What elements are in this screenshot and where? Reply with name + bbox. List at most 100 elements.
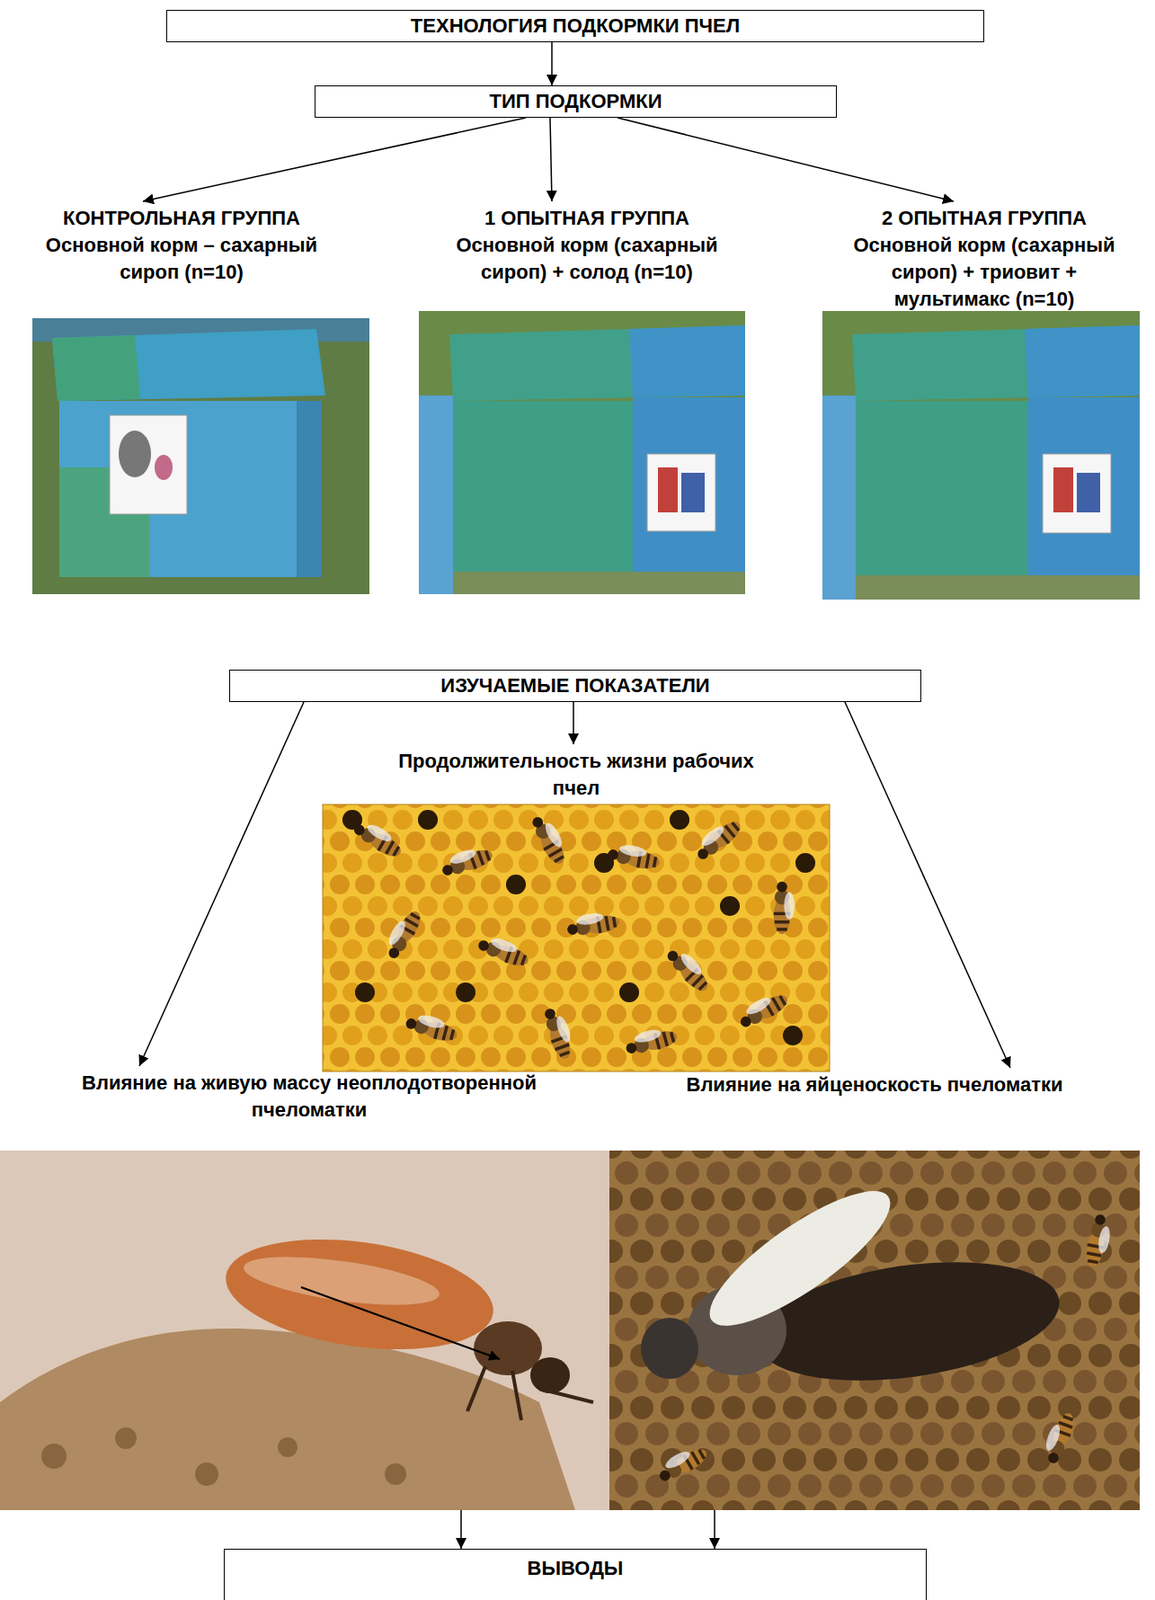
group-description: Основной корм – сахарный сироп (n=10) [42,231,321,286]
flow-arrow [139,701,304,1067]
flow-arrow [713,1510,716,1549]
laying-queen-photo [609,1150,1140,1511]
wax-pit [195,1462,219,1486]
flow-arrow [844,701,1011,1068]
bee [380,906,425,962]
photo-background [609,1150,1140,1511]
indicator-label: Влияние на яйценоскость пчеломатки [609,1071,1140,1099]
neighbour-hive [418,395,457,595]
queen-head [640,1317,699,1379]
bee [654,1440,711,1485]
hive-lid [449,325,746,401]
group-description: Основной корм (сахарный сироп) + солод (… [434,231,740,286]
header-box: ТЕХНОЛОГИЯ ПОДКОРМКИ ПЧЕЛ [166,9,985,43]
hive-label [109,415,187,515]
bee [1039,1409,1078,1466]
empty-cell [355,982,375,1003]
label-picture [154,454,173,480]
label-picture [1076,472,1101,513]
label-picture [1053,467,1074,513]
wax-pit [277,1437,298,1458]
hive-photo [418,310,746,595]
empty-cell [782,1025,803,1046]
indicator-block: Влияние на живую массу неоплодотворенной… [8,1069,610,1511]
header-box: ИЗУЧАЕМЫЕ ПОКАЗАТЕЛИ [229,669,922,702]
hive-label [1042,453,1111,534]
group-block: 2 ОПЫТНАЯ ГРУППАОсновной корм (сахарный … [831,204,1138,319]
bee [475,932,533,970]
hive-label [647,453,716,532]
box-title: ТЕХНОЛОГИЯ ПОДКОРМКИ ПЧЕЛ [174,12,977,40]
hive-body-blue [1028,397,1140,576]
hive-base [453,571,746,595]
flow-arrow [550,42,553,86]
bee [565,908,621,939]
group-heading: КОНТРОЛЬНАЯ ГРУППА [42,204,321,232]
empty-cell [619,982,640,1003]
label-picture [657,467,678,513]
flow-arrow [142,117,526,202]
hive-photo [32,318,370,595]
wax-pit [115,1427,137,1449]
empty-cell [719,896,740,916]
queen-cell-photo [0,1150,610,1511]
photo-background [0,1150,610,1511]
queen-wing [240,1247,443,1315]
grass-ground [822,310,1140,600]
indicator-block: Влияние на яйценоскость пчеломатки [609,1071,1140,1511]
wax-pit [384,1463,407,1485]
hive-lid [852,325,1140,401]
flow-arrow [617,117,954,202]
empty-cell [669,809,690,830]
queen-abdomen [218,1224,500,1366]
box-title: ВЫВОДЫ [231,1554,919,1582]
empty-cell [417,809,438,830]
bee [438,842,496,880]
hive-base [855,575,1140,600]
bee [622,1023,679,1058]
empty-cell [795,852,816,873]
grass-ground [418,310,746,595]
empty-cell [506,874,526,895]
bee [403,1010,460,1045]
neighbour-hive [822,395,859,600]
flow-arrow [460,1510,462,1549]
flow-arrow [572,701,575,745]
conclusion-box: ВЫВОДЫ [223,1548,927,1600]
box-title: ИЗУЧАЕМЫЕ ПОКАЗАТЕЛИ [237,672,914,700]
group-block: КОНТРОЛЬНАЯ ГРУППАОсновной корм – сахарн… [42,204,321,313]
grass-ground [32,318,370,595]
bee [527,811,572,868]
indicator-block: Продолжительность жизни рабочих пчел [322,747,830,1072]
wax-pit [41,1443,67,1469]
queen-head [530,1357,570,1394]
header-box: ТИП ПОДКОРМКИ [314,85,837,118]
bee [773,881,795,934]
box-title: ТИП ПОДКОРМКИ [322,88,829,116]
hive-lid [52,328,326,401]
honeycomb [322,804,830,1072]
label-picture [118,430,152,478]
bee [1083,1213,1114,1269]
queen-legs [467,1366,594,1421]
flow-arrow [550,117,552,202]
queen-wing [693,1170,907,1348]
hive-lid-blue [629,325,746,398]
indicator-label: Влияние на живую массу неоплодотворенной… [57,1069,561,1124]
honeycomb-photo [322,804,830,1072]
hive-side [296,400,322,578]
bee [663,942,716,996]
group-heading: 1 ОПЫТНАЯ ГРУППА [434,204,740,232]
group-block: 1 ОПЫТНАЯ ГРУППАОсновной корм (сахарный … [434,204,740,313]
bee [691,814,746,864]
hive-body-blue [632,397,746,572]
group-heading: 2 ОПЫТНАЯ ГРУППА [831,204,1138,232]
empty-cell [455,982,476,1003]
bee [350,816,407,861]
leader-arrow [301,1287,500,1360]
indicator-label: Продолжительность жизни рабочих пчел [390,747,762,802]
bee [735,986,791,1031]
hive-lid-green [52,335,141,401]
label-picture [681,472,705,513]
